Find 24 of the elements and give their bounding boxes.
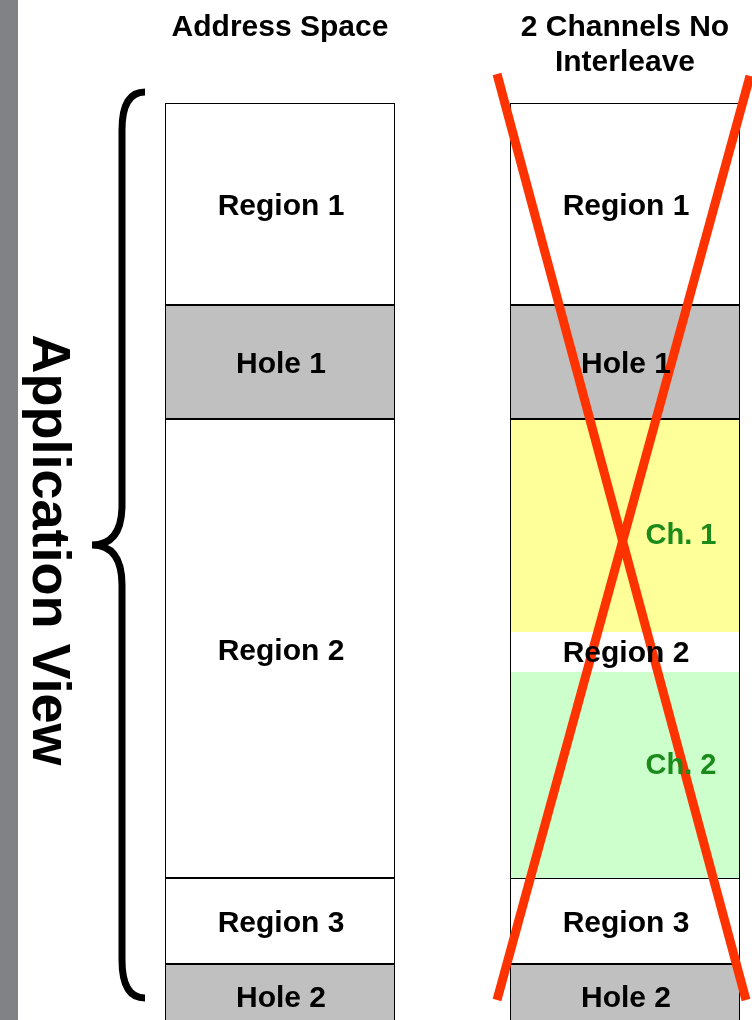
block-label: Region 3 (217, 905, 345, 939)
hole-block (510, 964, 740, 1020)
block-label: Region 3 (562, 905, 690, 939)
region-block (165, 419, 395, 878)
block-label: Region 1 (562, 188, 690, 222)
region-block (510, 103, 740, 305)
region-block (165, 878, 395, 964)
hole-block (165, 964, 395, 1020)
hole-block (165, 305, 395, 419)
block-label: Hole 1 (236, 346, 326, 380)
channel-label: Ch. 1 (645, 517, 717, 551)
channel-band (511, 672, 739, 878)
side-title: Application View (21, 334, 83, 766)
region-block (165, 103, 395, 305)
block-label: Region 1 (217, 188, 345, 222)
block-label: Region 2 (217, 632, 345, 667)
hole-block (510, 305, 740, 419)
block-label: Hole 2 (581, 980, 671, 1014)
block-label: Hole 2 (236, 980, 326, 1014)
region-block (510, 419, 740, 878)
column-heading: 2 Channels No Interleave (519, 8, 731, 78)
column-heading: Address Space (170, 8, 390, 43)
region-block (510, 878, 740, 964)
channel-band (511, 420, 739, 632)
